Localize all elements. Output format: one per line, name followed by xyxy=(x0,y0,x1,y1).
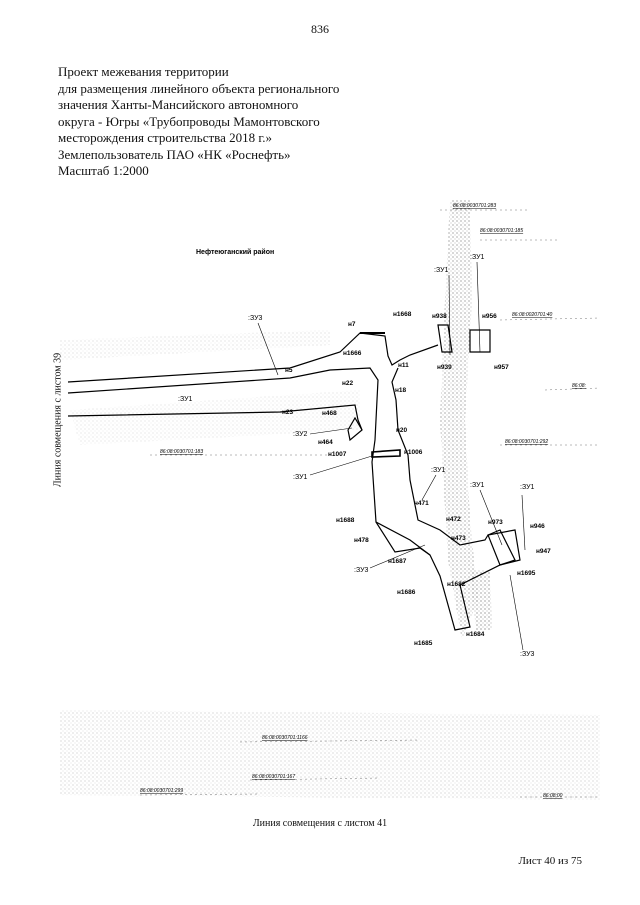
title-line: Проект межевания территории xyxy=(58,64,229,79)
title-line: округа - Югры «Трубопроводы Мамонтовског… xyxy=(58,113,320,129)
point-label: н1686 xyxy=(397,589,416,596)
point-label: н1668 xyxy=(393,311,412,318)
point-label: н11 xyxy=(398,362,409,369)
sheet-label: Лист 40 из 75 xyxy=(518,855,582,867)
zone-label: :ЗУ1 xyxy=(470,482,485,489)
point-label: н957 xyxy=(494,364,509,371)
cadastral-number: 86:08:0020701:40 xyxy=(512,312,553,318)
document-title: Проект межевания территории для размещен… xyxy=(58,64,358,180)
title-line: значения Ханты-Мансийского автономного xyxy=(58,97,299,112)
point-label: н1695 xyxy=(517,570,536,577)
cadastral-number: 86:08: xyxy=(572,383,587,389)
leader-lines xyxy=(257,261,526,651)
point-label: н946 xyxy=(530,523,545,530)
point-label: н472 xyxy=(446,516,461,523)
point-label: н7 xyxy=(348,321,356,328)
point-label: н1666 xyxy=(343,350,362,357)
point-label: н1687 xyxy=(388,558,407,565)
point-label: н23 xyxy=(282,409,294,416)
bottom-match-line-caption: Линия совмещения с листом 41 xyxy=(252,818,388,829)
point-label: н938 xyxy=(432,313,447,320)
point-label: н1684 xyxy=(466,631,485,638)
point-label: н1006 xyxy=(404,449,423,456)
cadastral-number: 86:08:0030701:292 xyxy=(505,439,548,445)
zone-label: :ЗУ1 xyxy=(431,467,446,474)
point-label: н468 xyxy=(322,410,337,417)
point-label: н5 xyxy=(285,367,293,374)
cadastral-number: 86:08:0030701:183 xyxy=(160,449,203,455)
zone-label: :ЗУ3 xyxy=(248,315,263,322)
cadastral-number: 86:08:0030701:167 xyxy=(252,774,295,780)
point-label: н1688 xyxy=(336,517,355,524)
parcel-boundary xyxy=(67,324,521,631)
cadastral-number: 86:08:0030701:1166 xyxy=(262,735,308,741)
cadastral-number: 86:08:0030701:185 xyxy=(480,228,523,234)
cadastral-number: 86:08:0030701:299 xyxy=(140,788,183,794)
point-label: н478 xyxy=(354,537,369,544)
zone-label: :ЗУ1 xyxy=(470,254,485,261)
zone-labels: :ЗУ1 :ЗУ1 :ЗУ3 :ЗУ1 :ЗУ2 :ЗУ1 :ЗУ1 :ЗУ1 … xyxy=(178,254,535,658)
point-label: н22 xyxy=(342,380,354,387)
title-line: Землепользователь ПАО «НК «Роснефть» xyxy=(58,146,291,162)
cadastral-number-labels: 86:08:0030701:283 86:08:0030701:185 86:0… xyxy=(140,203,587,799)
zone-label: :ЗУ3 xyxy=(520,651,535,658)
point-label: н1007 xyxy=(328,451,347,458)
zone-label: :ЗУ1 xyxy=(434,267,449,274)
point-label: н471 xyxy=(414,500,429,507)
point-label: н956 xyxy=(482,313,497,320)
district-label: Нефтеюганский район xyxy=(196,248,274,256)
zone-label: :ЗУ3 xyxy=(354,567,369,574)
point-label: н1685 xyxy=(414,640,433,647)
zone-label: :ЗУ1 xyxy=(178,396,193,403)
point-label: н939 xyxy=(437,364,452,371)
point-label: н473 xyxy=(451,535,466,542)
stippled-terrain xyxy=(60,200,600,800)
point-label: н947 xyxy=(536,548,551,555)
boundary-point-labels: н7 н1668 н938 н956 н1666 н5 н939 н957 н1… xyxy=(282,311,551,647)
zone-label: :ЗУ1 xyxy=(293,474,308,481)
point-label: н20 xyxy=(396,427,408,434)
zone-label: :ЗУ1 xyxy=(520,484,535,491)
scale-line: Масштаб 1:2000 xyxy=(58,163,149,178)
cadastral-number: 86:08:0030701:283 xyxy=(453,203,496,209)
point-label: н1682 xyxy=(447,581,466,588)
point-label: н973 xyxy=(488,519,503,526)
page-number: 836 xyxy=(311,22,329,36)
title-line: для размещения линейного объекта региона… xyxy=(58,80,340,96)
zone-label: :ЗУ2 xyxy=(293,431,308,438)
cadastral-number: 86:08:00 xyxy=(543,793,563,799)
cadastral-boundaries xyxy=(139,209,601,798)
point-label: н464 xyxy=(318,439,333,446)
point-label: н18 xyxy=(395,387,407,394)
title-line: месторождения строительства 2018 г.» xyxy=(58,130,273,145)
